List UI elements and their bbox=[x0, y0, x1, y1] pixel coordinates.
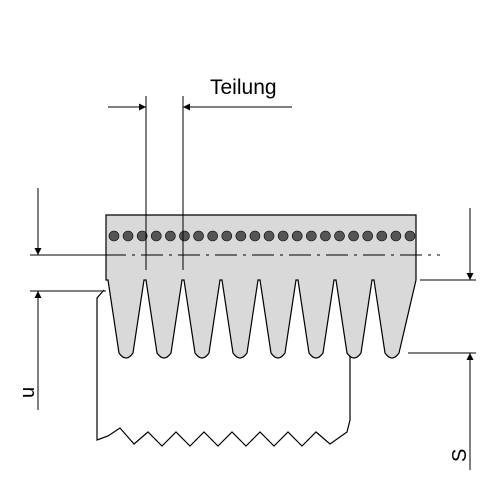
cord bbox=[291, 230, 303, 242]
cord bbox=[193, 230, 204, 242]
s-label: S bbox=[449, 449, 471, 462]
cord bbox=[235, 230, 247, 242]
pitch-label: Teilung bbox=[210, 76, 277, 99]
cord bbox=[207, 230, 218, 242]
cord bbox=[334, 230, 345, 242]
tension-cords bbox=[108, 230, 416, 242]
cord bbox=[320, 230, 331, 242]
pulley-outline bbox=[96, 289, 351, 447]
cord bbox=[165, 230, 176, 242]
cord bbox=[404, 230, 416, 242]
cord bbox=[122, 230, 134, 242]
cord bbox=[390, 230, 402, 242]
cord bbox=[376, 230, 388, 242]
cord bbox=[179, 230, 190, 242]
cord bbox=[263, 230, 275, 242]
cord bbox=[306, 230, 317, 242]
cord bbox=[221, 230, 233, 242]
cord bbox=[277, 230, 289, 242]
u-label: u bbox=[17, 387, 39, 398]
cord bbox=[150, 230, 162, 242]
cord bbox=[362, 230, 374, 242]
cord bbox=[108, 230, 120, 242]
cord bbox=[249, 230, 261, 242]
cord bbox=[136, 230, 148, 242]
cord bbox=[348, 230, 359, 242]
